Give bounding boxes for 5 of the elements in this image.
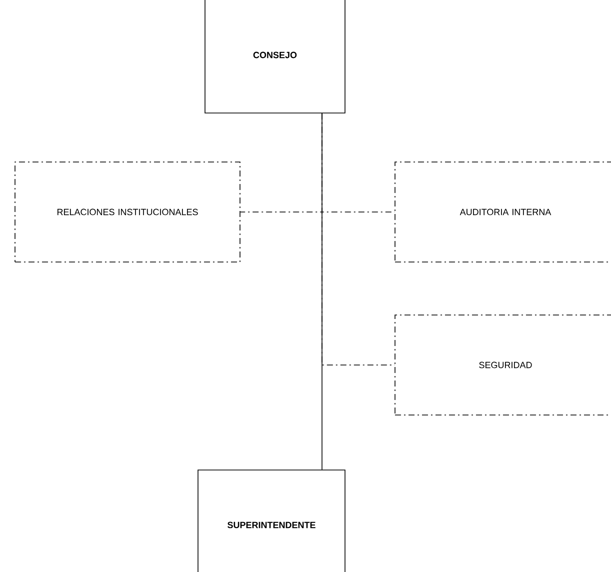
- dashed-box: RELACIONES INSTITUCIONALES: [14, 162, 240, 262]
- org-box: CONSEJO: [204, 0, 346, 114]
- dashed-box: AUDITORIA INTERNA: [394, 162, 611, 262]
- dashed-box: SEGURIDAD: [394, 314, 611, 416]
- org-box: SUPERINTENDENTE: [198, 470, 346, 572]
